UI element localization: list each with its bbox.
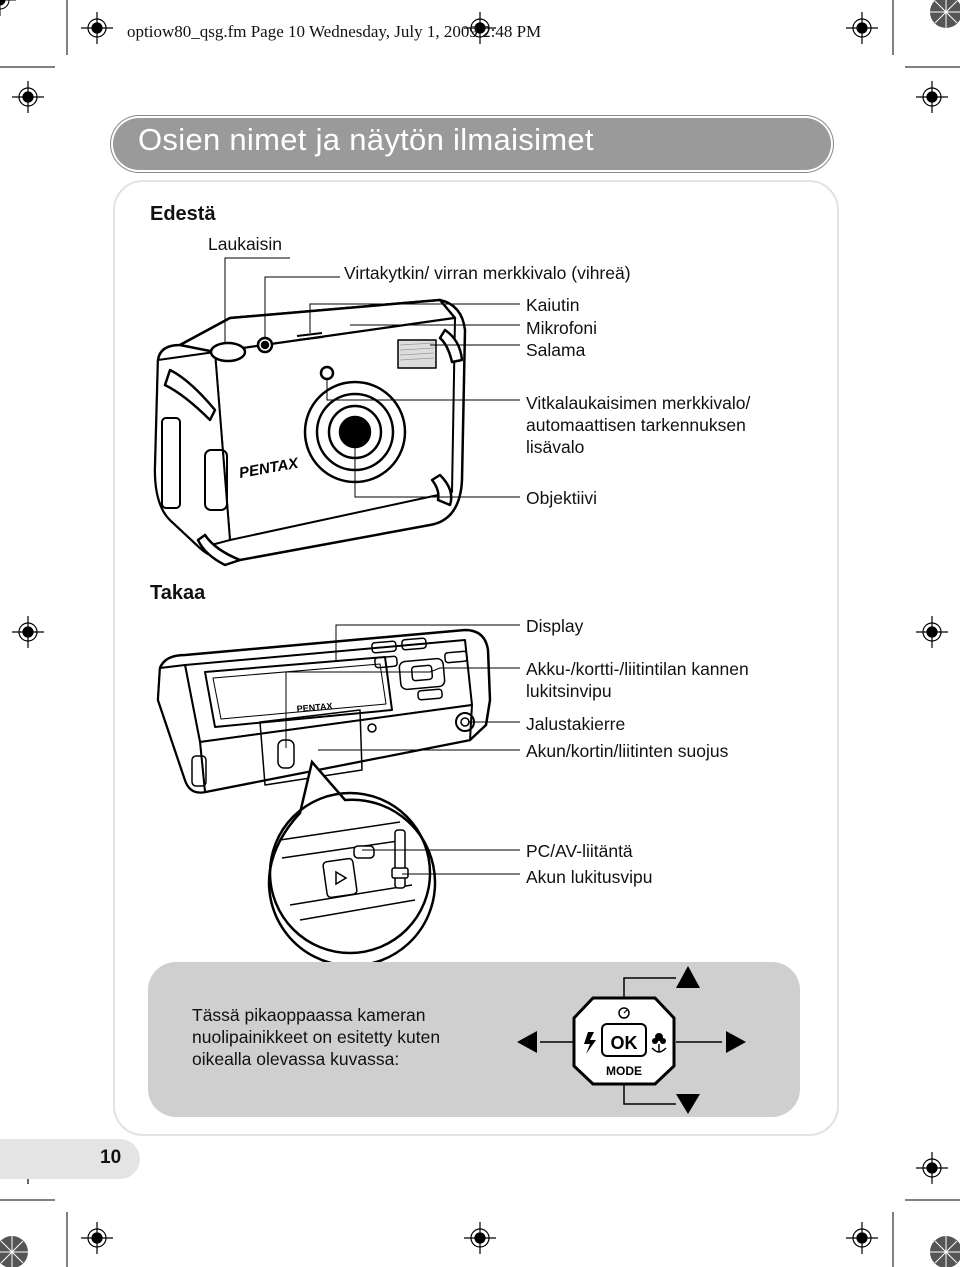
label-battery-lock: Akun lukitusvipu [526,867,653,887]
arrow-up-icon [676,966,700,988]
arrow-down-icon [676,1094,700,1114]
label-battery-cover: Akun/kortin/liitinten suojus [526,741,729,761]
macro-flower-icon [651,1033,667,1053]
mode-label: MODE [606,1064,642,1078]
back-heading: Takaa [150,582,206,604]
note-text: Tässä pikaoppaassa kameran nuolipainikke… [192,1005,441,1069]
label-lens: Objektiivi [526,488,597,508]
label-power-switch: Virtakytkin/ virran merkkivalo (vihreä) [344,263,631,283]
label-display: Display [526,616,584,636]
page-number-tab [0,1139,140,1179]
label-selftimer-line1: Vitkalaukaisimen merkkivalo/ [526,393,751,413]
print-header: optiow80_qsg.fm Page 10 Wednesday, July … [127,22,542,41]
label-selftimer-line2: automaattisen tarkennuksen [526,415,746,435]
page-title: Osien nimet ja näytön ilmaisimet [138,122,594,157]
label-microphone: Mikrofoni [526,318,597,338]
flash-icon [584,1032,596,1054]
self-timer-icon [618,1007,630,1019]
arrow-left-icon [517,1031,537,1053]
page-number: 10 [100,1147,122,1168]
label-cover-lever-line2: lukitsinvipu [526,681,612,701]
label-tripod-socket: Jalustakierre [526,714,626,734]
title-bar [113,118,831,170]
ok-label: OK [611,1033,638,1053]
label-pc-av-terminal: PC/AV-liitäntä [526,841,633,861]
label-flash: Salama [526,340,586,360]
front-heading: Edestä [150,203,216,225]
label-speaker: Kaiutin [526,295,580,315]
back-brand-logo: PENTAX [296,701,333,714]
arrow-right-icon [726,1031,746,1053]
label-selftimer-line3: lisävalo [526,437,585,457]
ok-button-icon [601,1023,647,1057]
label-cover-lever-line1: Akku-/kortti-/liitintilan kannen [526,659,749,679]
label-shutter: Laukaisin [208,234,282,254]
